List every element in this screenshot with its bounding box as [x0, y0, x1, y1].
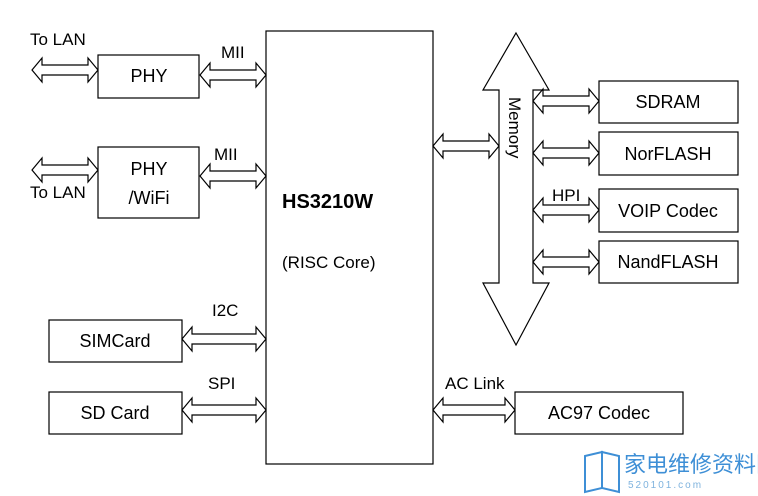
sdcard-label: SD Card	[80, 403, 149, 423]
i2c-label: I2C	[212, 301, 238, 320]
i2c-arrow	[181, 325, 267, 353]
mii-top-arrow	[199, 61, 267, 89]
chip-name: HS3210W	[282, 191, 373, 213]
phy-label: PHY	[130, 66, 167, 86]
watermark-logo: 家电维修资料网 520101.com	[584, 450, 758, 494]
mii-bottom-label: MII	[214, 145, 238, 164]
norflash-label: NorFLASH	[624, 144, 711, 164]
memory-label: Memory	[505, 97, 524, 159]
sdram-arrow	[532, 87, 600, 115]
phy-wifi-block	[97, 146, 200, 219]
spi-arrow	[181, 396, 267, 424]
chip-block	[265, 30, 434, 465]
nandflash-arrow	[532, 248, 600, 276]
watermark-sub: 520101.com	[628, 480, 703, 491]
sdram-block	[598, 80, 739, 124]
lan-bottom-arrow	[31, 156, 99, 184]
ac97-codec-label: AC97 Codec	[548, 403, 650, 423]
mii-top-label: MII	[221, 43, 245, 62]
ac97-codec-block	[514, 391, 684, 435]
lan-top-arrow	[31, 56, 99, 84]
hpi-label: HPI	[552, 186, 580, 205]
simcard-block	[48, 319, 183, 363]
sdram-label: SDRAM	[635, 92, 700, 112]
spi-label: SPI	[208, 374, 235, 393]
sdcard-block	[48, 391, 183, 435]
ac-link-label: AC Link	[445, 374, 505, 393]
memory-bus-arrow	[481, 31, 551, 347]
chip-memory-arrow	[432, 132, 500, 160]
mii-bottom-arrow	[199, 162, 267, 190]
chip-core-label: (RISC Core)	[282, 253, 376, 272]
norflash-arrow	[532, 139, 600, 167]
phy-wifi-label-1: PHY	[130, 159, 167, 179]
voip-codec-block	[598, 188, 739, 233]
to-lan-bottom-label: To LAN	[30, 183, 86, 202]
to-lan-top-label: To LAN	[30, 30, 86, 49]
norflash-block	[598, 131, 739, 176]
voip-codec-label: VOIP Codec	[618, 201, 718, 221]
phy-block	[97, 54, 200, 99]
ac-link-arrow	[432, 396, 516, 424]
watermark-text: 家电维修资料网	[624, 452, 758, 477]
simcard-label: SIMCard	[79, 331, 150, 351]
nandflash-label: NandFLASH	[617, 252, 718, 272]
phy-wifi-label-2: /WiFi	[129, 188, 170, 208]
nandflash-block	[598, 240, 739, 284]
